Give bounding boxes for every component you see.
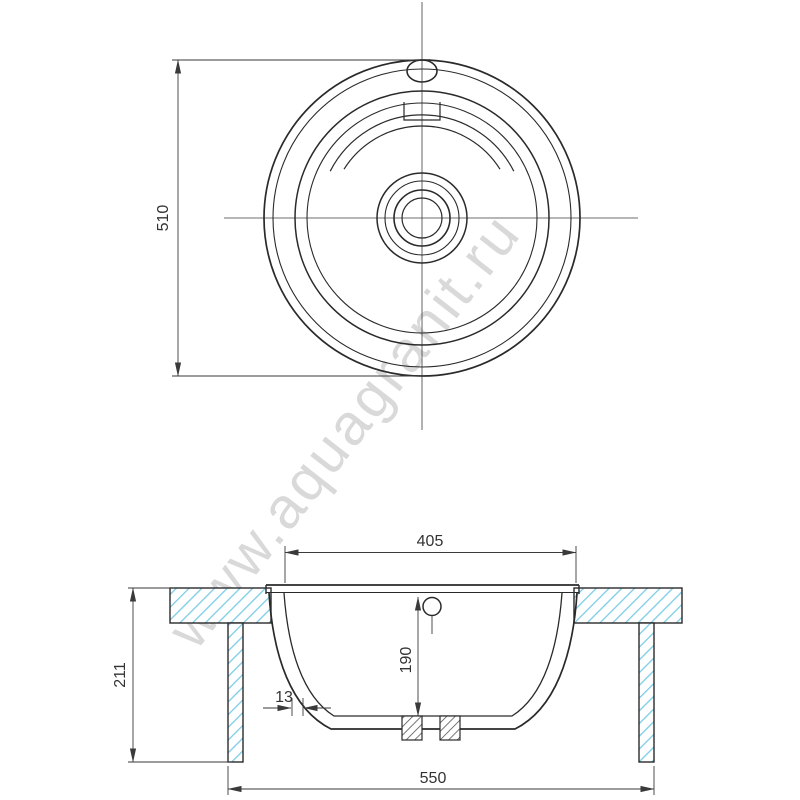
faucet-deck-arcs [329, 102, 515, 172]
dimension-13: 13 [263, 689, 331, 716]
dimension-211: 211 [112, 587, 232, 763]
faucet-hole-section [422, 596, 442, 617]
drain-section-right [439, 715, 461, 741]
section-view [169, 584, 683, 763]
bowl-outer-wall [268, 592, 578, 730]
dim-405-label: 405 [417, 533, 444, 550]
dimension-405: 405 [284, 533, 577, 583]
bowl-inner-circle [306, 102, 538, 334]
top-view-centerlines [224, 2, 638, 430]
dim-190-label: 190 [398, 647, 415, 674]
sink-profile [265, 584, 580, 741]
bowl-edge-circle [294, 90, 550, 346]
bowl-inner-wall [283, 592, 563, 717]
deck-notch [403, 102, 441, 121]
dim-510-label: 510 [155, 205, 172, 232]
dim-550-label: 550 [420, 770, 447, 787]
inner-rim-circle [272, 68, 572, 368]
dimension-550: 550 [227, 766, 655, 795]
drain-circles [376, 172, 468, 264]
dim-211-label: 211 [112, 662, 129, 688]
dimension-510: 510 [155, 59, 424, 377]
countertop-left [169, 587, 272, 624]
drain-section-left [401, 715, 423, 741]
countertop-right [573, 587, 683, 624]
dim-13-label: 13 [275, 689, 293, 706]
dimension-190: 190 [398, 596, 422, 717]
cabinet-panel-right [638, 622, 655, 763]
cabinet-panel-left [227, 622, 244, 763]
